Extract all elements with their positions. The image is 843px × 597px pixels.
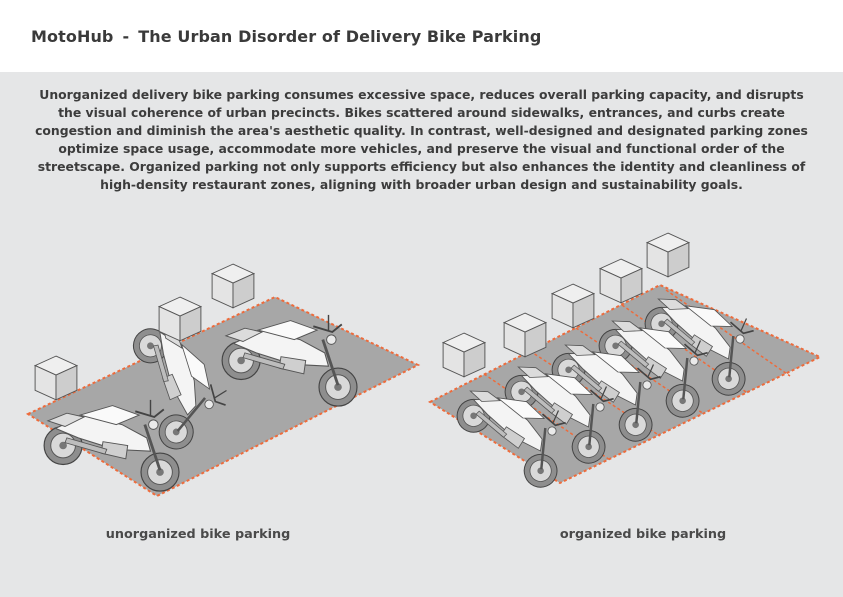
caption-unorganized: unorganized bike parking: [105, 527, 291, 542]
brand-name: MotoHub: [31, 26, 114, 46]
unorganized-parking-area: [25, 295, 421, 498]
parking-illustration: [25, 232, 823, 498]
caption-organized: organized bike parking: [559, 527, 727, 542]
page-title: MotoHub-The Urban Disorder of Delivery B…: [31, 27, 541, 46]
content-panel: Unorganized delivery bike parking consum…: [0, 72, 843, 597]
page-header: MotoHub-The Urban Disorder of Delivery B…: [0, 0, 843, 72]
title-text: The Urban Disorder of Delivery Bike Park…: [138, 26, 542, 46]
description-text: Unorganized delivery bike parking consum…: [35, 87, 808, 192]
title-separator: -: [122, 26, 130, 46]
